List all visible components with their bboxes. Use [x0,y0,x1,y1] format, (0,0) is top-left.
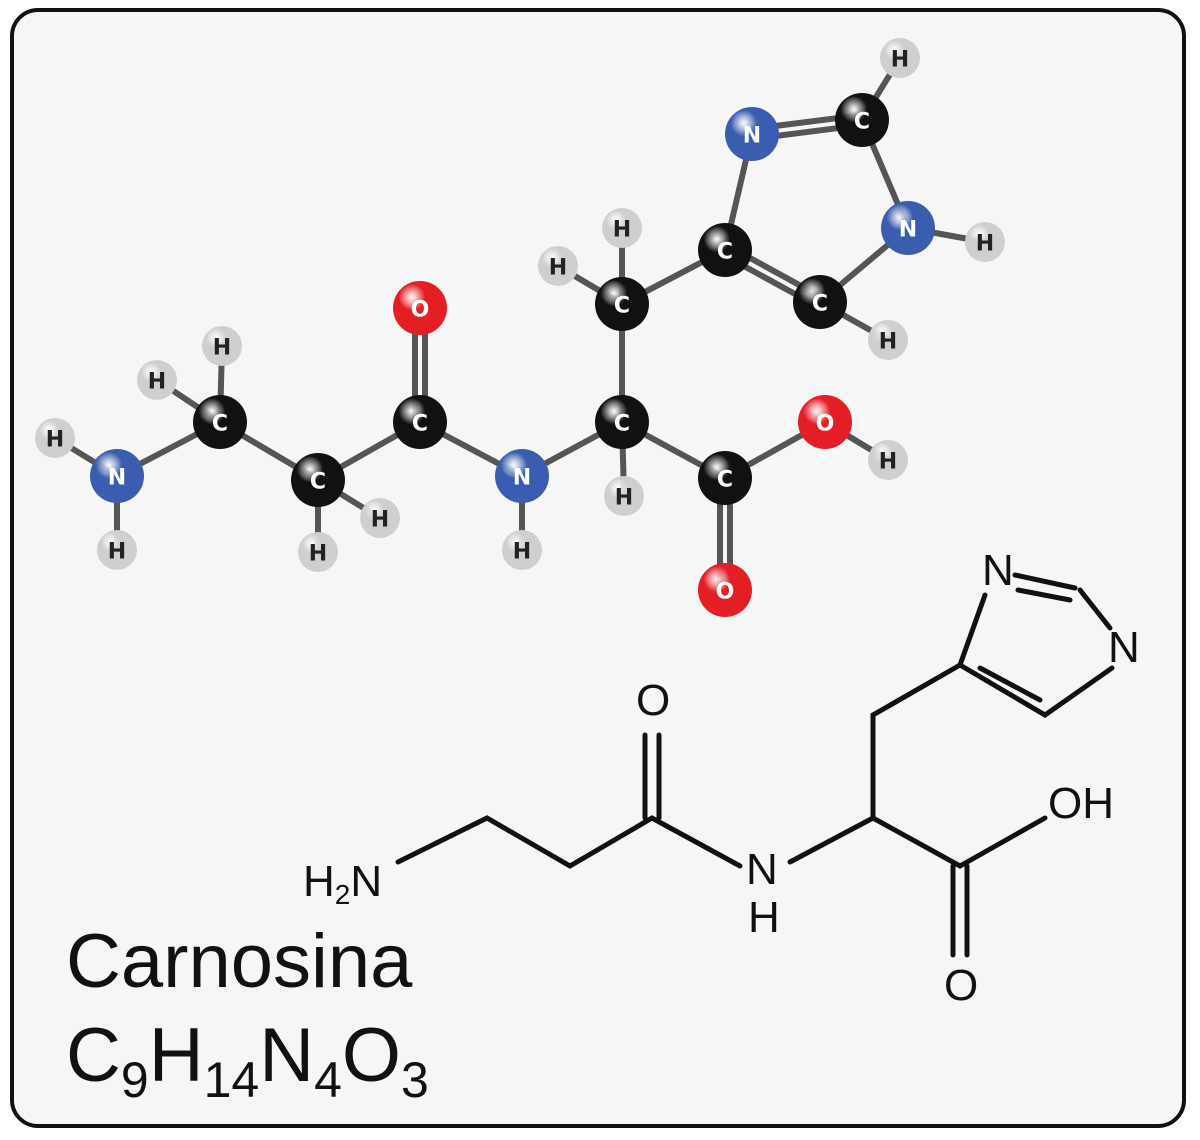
atom-label: C [717,468,733,493]
compound-name: Carnosina [66,919,413,1004]
atom-label: H [371,508,389,533]
atom-label: H [976,232,994,257]
atom-label: O [816,412,835,437]
acid-oxygen-label: O [944,961,978,1010]
amide-h-label: H [748,893,780,942]
atom-n: N [495,449,549,503]
atom-h: H [965,222,1005,262]
ring-n1-label: N [982,546,1014,595]
atom-label: C [412,412,428,437]
atom-label: N [513,466,531,491]
atom-h: H [868,320,908,360]
atom-label: C [614,294,630,319]
atom-label: N [899,218,917,243]
atom-label: H [879,330,897,355]
border-panel [10,8,1186,1128]
atom-c: C [595,395,649,449]
atom-o: O [393,281,447,335]
atom-label: H [309,542,327,567]
atom-label: O [716,580,735,605]
atom-label: C [614,412,630,437]
atom-label: H [615,486,633,511]
atom-h: H [137,360,177,400]
atom-n: N [881,201,935,255]
atom-c: C [793,275,847,329]
atom-label: O [411,298,430,323]
atom-c: C [291,453,345,507]
atom-label: H [148,370,166,395]
atom-label: H [213,336,231,361]
atom-h: H [868,440,908,480]
atom-label: H [879,450,897,475]
formula-subscript: 4 [314,1052,342,1108]
atom-h: H [538,246,578,286]
atom-h: H [602,208,642,248]
atom-label: H [613,218,631,243]
molecular-formula: C9H14N4O3 [66,1012,429,1109]
atom-label: C [212,412,228,437]
formula-subscript: 3 [401,1052,429,1108]
atom-label: C [310,470,326,495]
atom-h: H [880,38,920,78]
acid-oh-label: OH [1048,779,1114,828]
atom-c: C [193,395,247,449]
atom-label: H [891,48,909,73]
amide-n-label: N [746,845,778,894]
atom-label: H [46,428,64,453]
atom-label: H [108,540,126,565]
formula-subscript: 9 [120,1052,149,1108]
atom-label: H [513,540,531,565]
formula-element: H [148,1013,204,1098]
atom-label: C [717,240,733,265]
atom-label: C [854,110,870,135]
atom-c: C [595,277,649,331]
atom-c: C [698,451,752,505]
atom-h: H [604,476,644,516]
atom-label: C [812,292,828,317]
atom-h: H [298,532,338,572]
formula-element: N [259,1013,315,1098]
atom-label: N [743,124,761,149]
formula-subscript: 14 [203,1052,260,1108]
atom-c: C [835,93,889,147]
atom-c: C [698,223,752,277]
formula-element: O [341,1013,402,1098]
atom-h: H [97,530,137,570]
atom-n: N [90,449,144,503]
atom-o: O [798,395,852,449]
atom-h: H [502,530,542,570]
atom-o: O [698,563,752,617]
atom-h: H [202,326,242,366]
amine-label: H2N [303,857,382,910]
atom-n: N [725,107,779,161]
ring-n2-label: N [1108,623,1140,672]
atom-h: H [35,418,75,458]
atom-c: C [393,395,447,449]
formula-element: C [66,1013,121,1098]
carbonyl-oxygen-label: O [636,676,670,725]
atom-h: H [360,498,400,538]
atom-label: N [108,466,126,491]
atom-label: H [549,256,567,281]
